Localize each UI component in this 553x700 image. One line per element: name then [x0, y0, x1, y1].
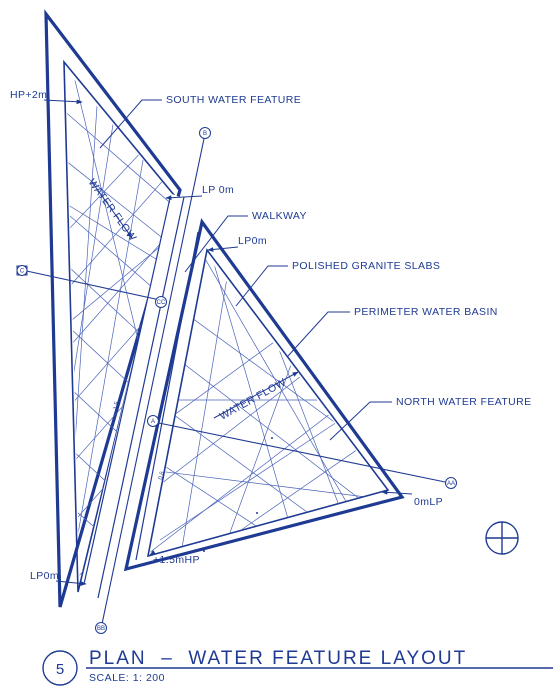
svg-text:CC: CC [157, 300, 166, 306]
north-basin-inner [146, 248, 390, 558]
level-lp-north-top: LP0m [207, 235, 267, 252]
north-walkway-edge [135, 231, 199, 561]
south-hatch [66, 70, 173, 588]
south-walk-width: 1.5 [113, 400, 121, 410]
callout-perimeter-water-basin: PERIMETER WATER BASIN [287, 306, 498, 357]
drawing-number-circle [42, 650, 78, 686]
svg-text:NORTH WATER FEATURE: NORTH WATER FEATURE [396, 396, 532, 408]
section-line-b: B BB [95, 127, 211, 634]
callout-south-water-feature: SOUTH WATER FEATURE [99, 94, 301, 149]
south-basin-inner [63, 59, 175, 593]
north-basin-outer [123, 218, 405, 572]
section-tag-bb [95, 622, 107, 634]
svg-text:WALKWAY: WALKWAY [252, 210, 307, 222]
level-hp-south: HP+2m [10, 89, 83, 105]
drawing-title: PLAN – WATER FEATURE LAYOUT [89, 648, 467, 669]
water-flow-north-label: WATER FLOW [218, 376, 289, 422]
svg-text:LP0m: LP0m [238, 235, 267, 247]
svg-text:AA: AA [447, 481, 455, 487]
title-block: 5 PLAN – WATER FEATURE LAYOUT SCALE: 1: … [42, 648, 553, 686]
walkway-edge-right [97, 196, 185, 599]
section-tag-a [147, 415, 159, 427]
svg-text:BB: BB [97, 626, 105, 632]
svg-text:B: B [203, 131, 207, 137]
section-tag-c [16, 265, 28, 276]
callout-walkway: WALKWAY [184, 210, 307, 273]
svg-text:0mLP: 0mLP [414, 496, 443, 508]
north-walk-width: 0.6 [158, 470, 166, 480]
level-lp-south-bottom: LP0m [30, 570, 87, 586]
level-lp-south-top: LP 0m [165, 184, 234, 201]
drawing-scale: SCALE: 1: 200 [89, 672, 165, 684]
svg-text:POLISHED GRANITE SLABS: POLISHED GRANITE SLABS [292, 260, 440, 272]
level-hp-north: +1.5mHP [149, 550, 200, 566]
svg-text:LP0m: LP0m [30, 570, 59, 582]
svg-text:SOUTH WATER FEATURE: SOUTH WATER FEATURE [166, 94, 301, 106]
section-line-a: A AA [147, 415, 457, 489]
svg-text:LP 0m: LP 0m [202, 184, 234, 196]
section-tag-b [199, 127, 211, 139]
drawing-number: 5 [56, 661, 64, 678]
callout-north-water-feature: NORTH WATER FEATURE [329, 396, 532, 441]
svg-text:A: A [151, 419, 155, 425]
crosshair-circle-icon [485, 521, 519, 555]
section-tag-cc [155, 296, 167, 308]
walkway-strip [80, 194, 182, 594]
svg-text:C: C [20, 269, 25, 275]
svg-text:PERIMETER WATER BASIN: PERIMETER WATER BASIN [354, 306, 498, 318]
section-tag-aa [445, 477, 457, 489]
level-lp-north-right: 0mLP [381, 489, 443, 508]
south-basin-outer [44, 9, 182, 608]
section-line-c: C CC [16, 265, 167, 308]
walkway-edge-left [83, 197, 171, 585]
svg-text:HP+2m: HP+2m [10, 89, 47, 101]
callout-polished-granite-slabs: POLISHED GRANITE SLABS [235, 260, 440, 307]
svg-text:+1.5mHP: +1.5mHP [153, 554, 200, 566]
